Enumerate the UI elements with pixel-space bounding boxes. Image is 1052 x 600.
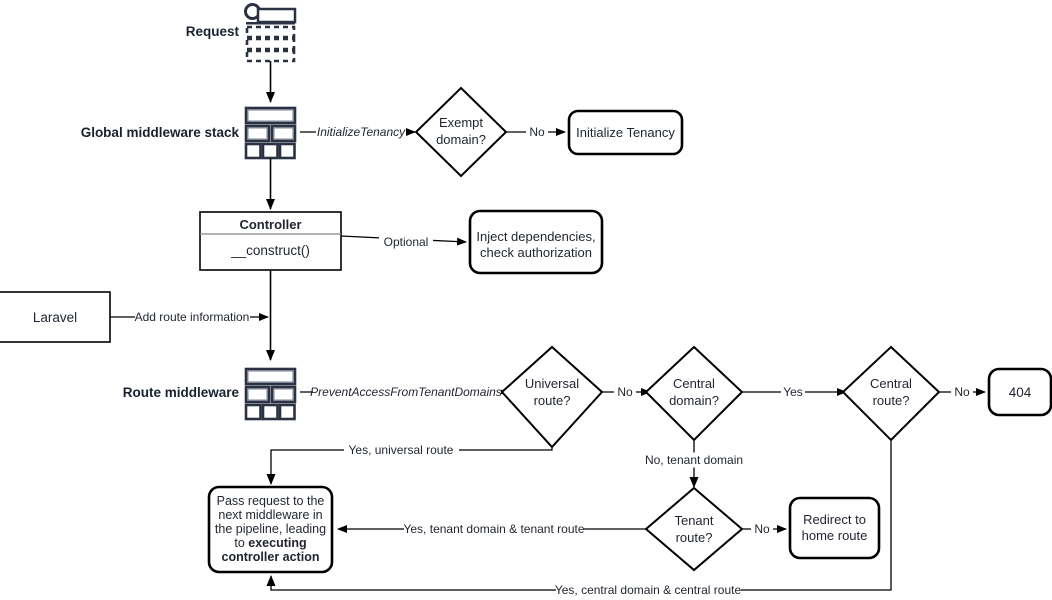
edge-label-bg-prevent-access bbox=[313, 384, 501, 400]
node-redirect-home: Redirect to home route bbox=[788, 496, 881, 560]
edge-label-yes-universal-route: Yes, universal route bbox=[349, 443, 454, 457]
pass-request-line5: controller action bbox=[222, 550, 320, 564]
universal-route-line1: Universal bbox=[525, 376, 579, 391]
exempt-domain-line2: domain? bbox=[436, 132, 486, 147]
edge-label-bg-no-tenant-domain bbox=[640, 452, 750, 468]
node-inject-dependencies: Inject dependencies, check authorization bbox=[468, 209, 604, 275]
edge-label-central-route-no: No bbox=[954, 385, 970, 399]
edge-label-optional: Optional bbox=[384, 235, 429, 249]
initialize-tenancy-text: Initialize Tenancy bbox=[576, 125, 675, 140]
edge-label-tenant-route-no: No bbox=[754, 522, 770, 536]
tenant-route-line1: Tenant bbox=[674, 513, 713, 528]
redirect-home-line1: Redirect to bbox=[803, 512, 866, 527]
edge-label-bg-add-route-info bbox=[135, 309, 250, 325]
edge-label-bg-initialize-tenancy bbox=[316, 124, 406, 140]
decision-universal-route: Universal route? bbox=[500, 345, 604, 449]
edge-label-add-route-information: Add route information bbox=[135, 310, 250, 324]
edge-label-central-domain-yes: Yes bbox=[783, 385, 803, 399]
central-route-line2: route? bbox=[873, 393, 910, 408]
edge-label-no-tenant-domain: No, tenant domain bbox=[645, 453, 743, 467]
central-domain-line1: Central bbox=[673, 376, 715, 391]
exempt-domain-line1: Exempt bbox=[439, 115, 483, 130]
edge-label-bg-universal-no bbox=[614, 384, 636, 400]
route-middleware-stack-icon bbox=[244, 367, 297, 421]
redirect-home-line2: home route bbox=[802, 528, 868, 543]
inject-dependencies-line2: check authorization bbox=[480, 245, 592, 260]
node-initialize-tenancy: Initialize Tenancy bbox=[567, 109, 684, 156]
edge-label-bg-optional bbox=[379, 234, 433, 250]
node-pass-request: Pass request to the next middleware in t… bbox=[207, 485, 334, 574]
tenant-route-line2: route? bbox=[676, 530, 713, 545]
universal-route-line2: route? bbox=[534, 393, 571, 408]
edge-label-bg-central-domain-yes bbox=[781, 384, 805, 400]
edge-label-bg-yes-universal-route bbox=[344, 442, 459, 458]
pass-request-line2: next middleware in bbox=[218, 508, 322, 522]
edge-label-bg-exempt-no bbox=[526, 124, 548, 140]
pass-request-line4-bold: executing bbox=[248, 536, 306, 550]
pass-request-line1: Pass request to the bbox=[217, 494, 325, 508]
edge-label-yes-central-domain-central-route: Yes, central domain & central route bbox=[555, 583, 742, 597]
decision-tenant-route: Tenant route? bbox=[644, 486, 744, 572]
controller-body: __construct() bbox=[230, 243, 310, 258]
request-label: Request bbox=[186, 24, 240, 39]
decision-exempt-domain: Exempt domain? bbox=[414, 86, 508, 178]
pass-request-line4-plain: to bbox=[234, 536, 248, 550]
global-middleware-stack-icon bbox=[244, 106, 297, 160]
central-route-line1: Central bbox=[870, 376, 912, 391]
pass-request-line3: the pipeline, leading bbox=[215, 522, 326, 536]
route-middleware-label: Route middleware bbox=[123, 385, 240, 400]
pass-request-line4: to executing bbox=[234, 536, 306, 550]
node-404: 404 bbox=[987, 367, 1052, 417]
global-middleware-stack-label: Global middleware stack bbox=[81, 125, 240, 140]
edge-label-bg-central-route-no bbox=[951, 384, 973, 400]
edge-label-bg-yes-central-domain-route bbox=[556, 582, 741, 598]
edge-label-initialize-tenancy: InitializeTenancy bbox=[317, 125, 406, 139]
edge-label-universal-no: No bbox=[617, 385, 633, 399]
edge-label-bg-yes-tenant-domain-route bbox=[404, 521, 584, 537]
not-found-text: 404 bbox=[1009, 385, 1032, 400]
edge-label-prevent-access: PreventAccessFromTenantDomains bbox=[310, 385, 502, 399]
edge-label-bg-tenant-route-no bbox=[751, 521, 773, 537]
central-domain-line2: domain? bbox=[669, 393, 719, 408]
node-controller: Controller __construct() bbox=[199, 211, 342, 271]
decision-central-route: Central route? bbox=[841, 345, 941, 442]
edge-label-yes-tenant-domain-tenant-route: Yes, tenant domain & tenant route bbox=[403, 522, 584, 536]
inject-dependencies-line1: Inject dependencies, bbox=[476, 229, 595, 244]
node-laravel: Laravel bbox=[0, 291, 111, 343]
http-request-icon bbox=[244, 3, 297, 63]
controller-header: Controller bbox=[239, 217, 301, 232]
laravel-text: Laravel bbox=[33, 310, 77, 325]
edge-label-exempt-no: No bbox=[529, 125, 545, 139]
decision-central-domain: Central domain? bbox=[644, 345, 744, 442]
